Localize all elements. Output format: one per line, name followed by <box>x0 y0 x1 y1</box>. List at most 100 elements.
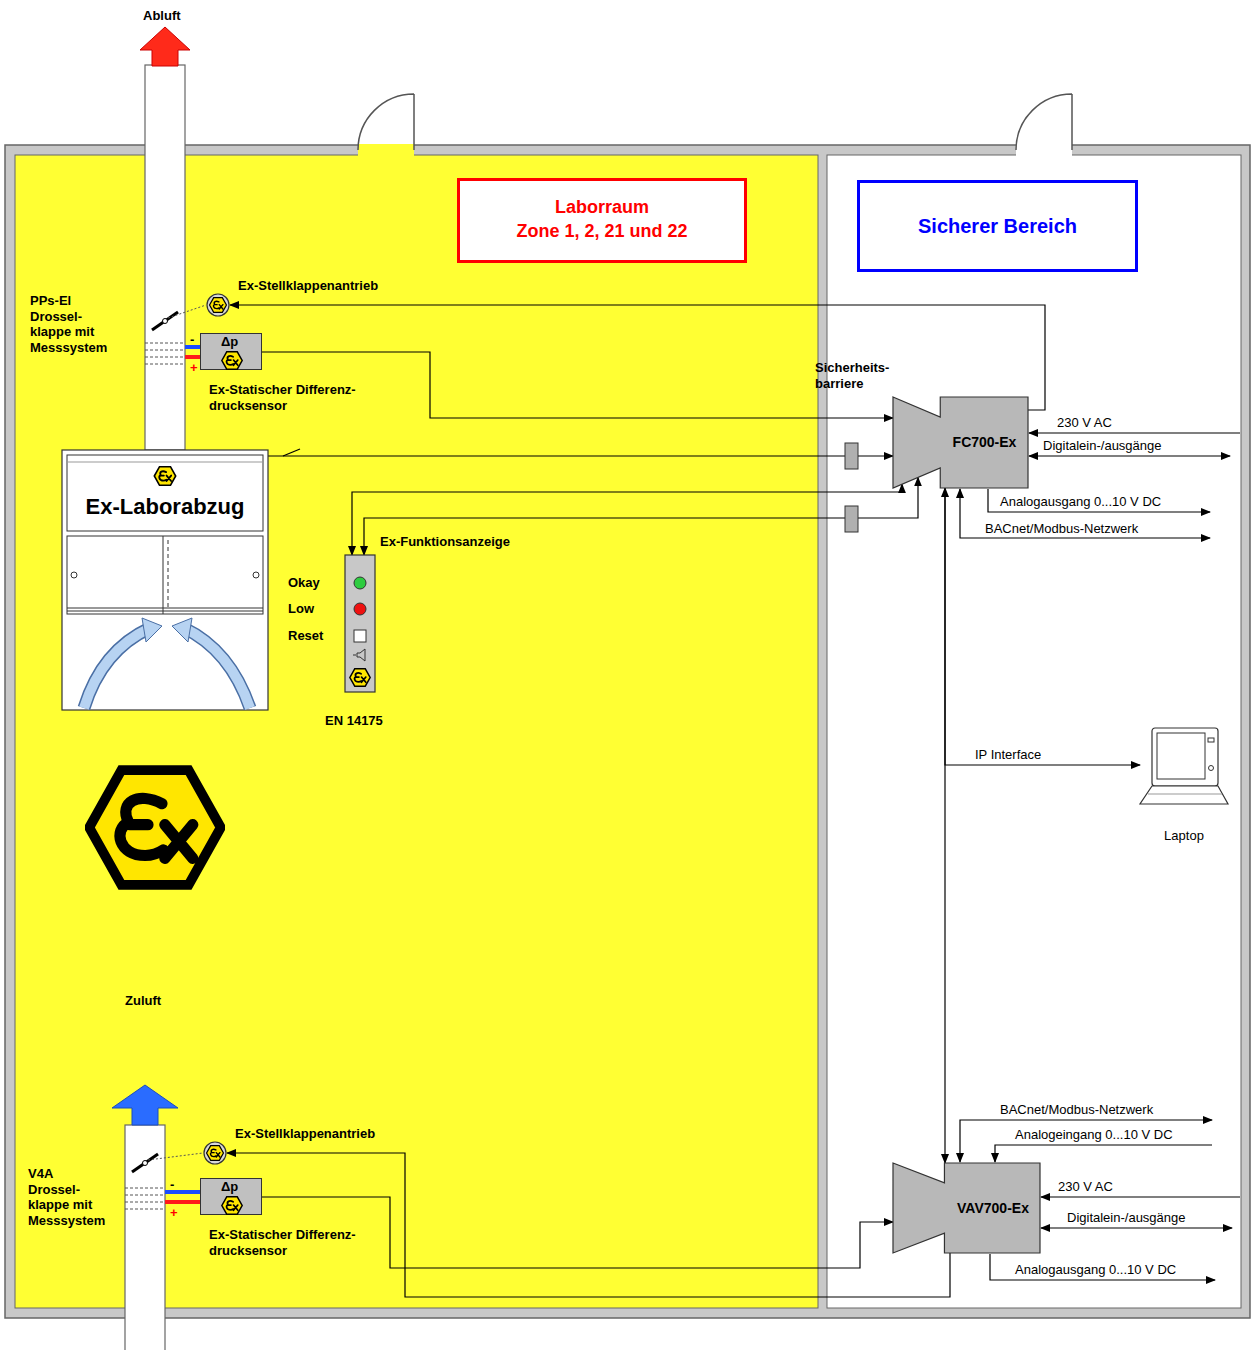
signal-connector <box>268 455 893 456</box>
external-signals-part <box>960 489 1210 538</box>
external-signals-part <box>990 1254 1215 1280</box>
fume-hood-shape-part <box>67 462 263 463</box>
fume-hood-shape-part <box>184 628 250 708</box>
laptop-shape-part <box>1148 794 1222 795</box>
signal-connector <box>352 484 902 555</box>
fc700-controller: FC700-Ex <box>893 397 1028 488</box>
pressure-sensor-shape-part <box>222 1197 242 1215</box>
ex-warning-sign <box>89 770 221 885</box>
walls-part <box>827 155 1241 1308</box>
safe-area-box: Sicherer Bereich <box>857 180 1138 272</box>
vav700-controller-shape-part <box>893 1163 1040 1253</box>
sash-switch <box>283 449 300 456</box>
node-text: Ex-Statischer Differenz- drucksensor <box>209 382 387 413</box>
annotation-label: Digitalein-/ausgänge <box>1043 438 1162 454</box>
laptop-shape <box>1140 728 1228 804</box>
annotation-label: V4A Drossel- klappe mit Messsystem <box>28 1166 107 1228</box>
pressure-sensor: ΔpEx-Statischer Differenz- drucksensor <box>200 333 262 370</box>
function-display-shape-part <box>353 649 365 661</box>
fume-hood-shape-part <box>172 618 192 642</box>
exhaust-duct-part <box>168 305 206 318</box>
fume-hood-shape-part <box>154 467 175 486</box>
signal-connector <box>945 488 1140 765</box>
exhaust-duct-part <box>152 312 178 330</box>
node-text: Sicherer Bereich <box>860 214 1135 238</box>
fume-hood: Ex-Laborabzug <box>62 450 268 710</box>
node-text: FC700-Ex <box>943 434 1026 451</box>
function-display: Ex-FunktionsanzeigeOkayLowResetEN 14175 <box>345 555 375 692</box>
damper-actuator-shape-part <box>207 1146 224 1161</box>
damper-actuator-shape-part <box>204 1142 226 1164</box>
doors-part <box>358 94 414 150</box>
fume-hood-shape-part <box>84 628 150 708</box>
doors <box>358 94 1072 156</box>
fume-hood-shape-part <box>67 455 263 531</box>
signal-connector <box>227 1153 950 1297</box>
annotation-label: + <box>190 360 198 376</box>
connector-label: IP Interface <box>975 747 1041 763</box>
external-signals-part <box>1041 1196 1240 1197</box>
exhaust-duct <box>140 27 206 450</box>
function-display-shape-part <box>354 577 366 589</box>
damper-actuator-shape <box>206 293 230 317</box>
pressure-sensor: ΔpEx-Statischer Differenz- drucksensor <box>200 1178 262 1215</box>
pressure-sensor-shape-part <box>222 352 242 370</box>
function-display-shape <box>345 555 375 692</box>
node-text: Reset <box>288 628 323 644</box>
external-signals-part <box>988 489 1210 512</box>
fume-hood-shape-part <box>84 628 150 708</box>
damper-actuator: Ex-Stellklappenantrieb <box>206 293 230 317</box>
function-display-shape-part <box>350 669 370 687</box>
doors-part <box>358 144 414 156</box>
laptop-shape-part <box>1208 738 1214 742</box>
annotation-label: Analogausgang 0...10 V DC <box>1000 494 1161 510</box>
sash-switch-part <box>283 449 300 456</box>
external-signals-part <box>995 1145 1212 1162</box>
annotation-label: Abluft <box>143 8 181 24</box>
fume-hood-shape-part <box>71 572 77 578</box>
function-display-shape-part <box>345 555 375 692</box>
damper-actuator-shape <box>203 1141 227 1165</box>
annotation-label: Digitalein-/ausgänge <box>1067 1210 1186 1226</box>
supply-duct-part <box>165 1200 200 1204</box>
damper-actuator: Ex-Stellklappenantrieb <box>203 1141 227 1165</box>
supply-duct-part <box>112 1085 178 1125</box>
fume-hood-shape <box>62 450 268 710</box>
node-text: Ex-Stellklappenantrieb <box>238 278 378 294</box>
fume-hood-shape-part <box>67 536 263 614</box>
node-text: Ex-Stellklappenantrieb <box>235 1126 375 1142</box>
walls-part <box>5 145 1250 1318</box>
external-signals-part <box>1029 432 1240 433</box>
fume-hood-shape-part <box>67 608 263 609</box>
annotation-label: BACnet/Modbus-Netzwerk <box>1000 1102 1153 1118</box>
node-text: VAV700-Ex <box>947 1200 1039 1217</box>
annotation-label: Analogausgang 0...10 V DC <box>1015 1262 1176 1278</box>
laptop-shape-part <box>1209 766 1214 771</box>
annotation-label: PPs-El Drossel- klappe mit Messsystem <box>30 293 109 355</box>
zone-title-box: LaborraumZone 1, 2, 21 und 22 <box>457 178 747 263</box>
annotation-label: - <box>190 332 194 348</box>
node-text: Low <box>288 601 314 617</box>
supply-duct-part <box>125 1125 165 1350</box>
supply-duct-part <box>143 1161 148 1166</box>
fume-hood-shape-part <box>184 628 250 708</box>
annotation-label: Analogeingang 0...10 V DC <box>1015 1127 1173 1143</box>
node-text: Ex-Laborabzug <box>62 494 268 520</box>
exhaust-duct-part <box>145 65 185 450</box>
node-text: Laborraum <box>460 197 744 219</box>
laptop: Laptop <box>1140 728 1228 804</box>
exhaust-duct-part <box>185 355 200 359</box>
signal-connector <box>262 1197 893 1268</box>
safety-barrier <box>845 506 858 532</box>
fume-hood-shape-part <box>142 618 162 642</box>
damper-actuator-shape-part <box>210 298 227 313</box>
exhaust-duct-part <box>140 27 190 66</box>
safety-barrier <box>845 443 858 469</box>
exhaust-duct-part <box>145 343 185 364</box>
annotation-label: 230 V AC <box>1057 415 1112 431</box>
laptop-shape-part <box>1140 786 1228 804</box>
annotation-label: - <box>170 1177 174 1193</box>
annotation-label: BACnet/Modbus-Netzwerk <box>985 521 1138 537</box>
exhaust-duct-part <box>163 319 168 324</box>
